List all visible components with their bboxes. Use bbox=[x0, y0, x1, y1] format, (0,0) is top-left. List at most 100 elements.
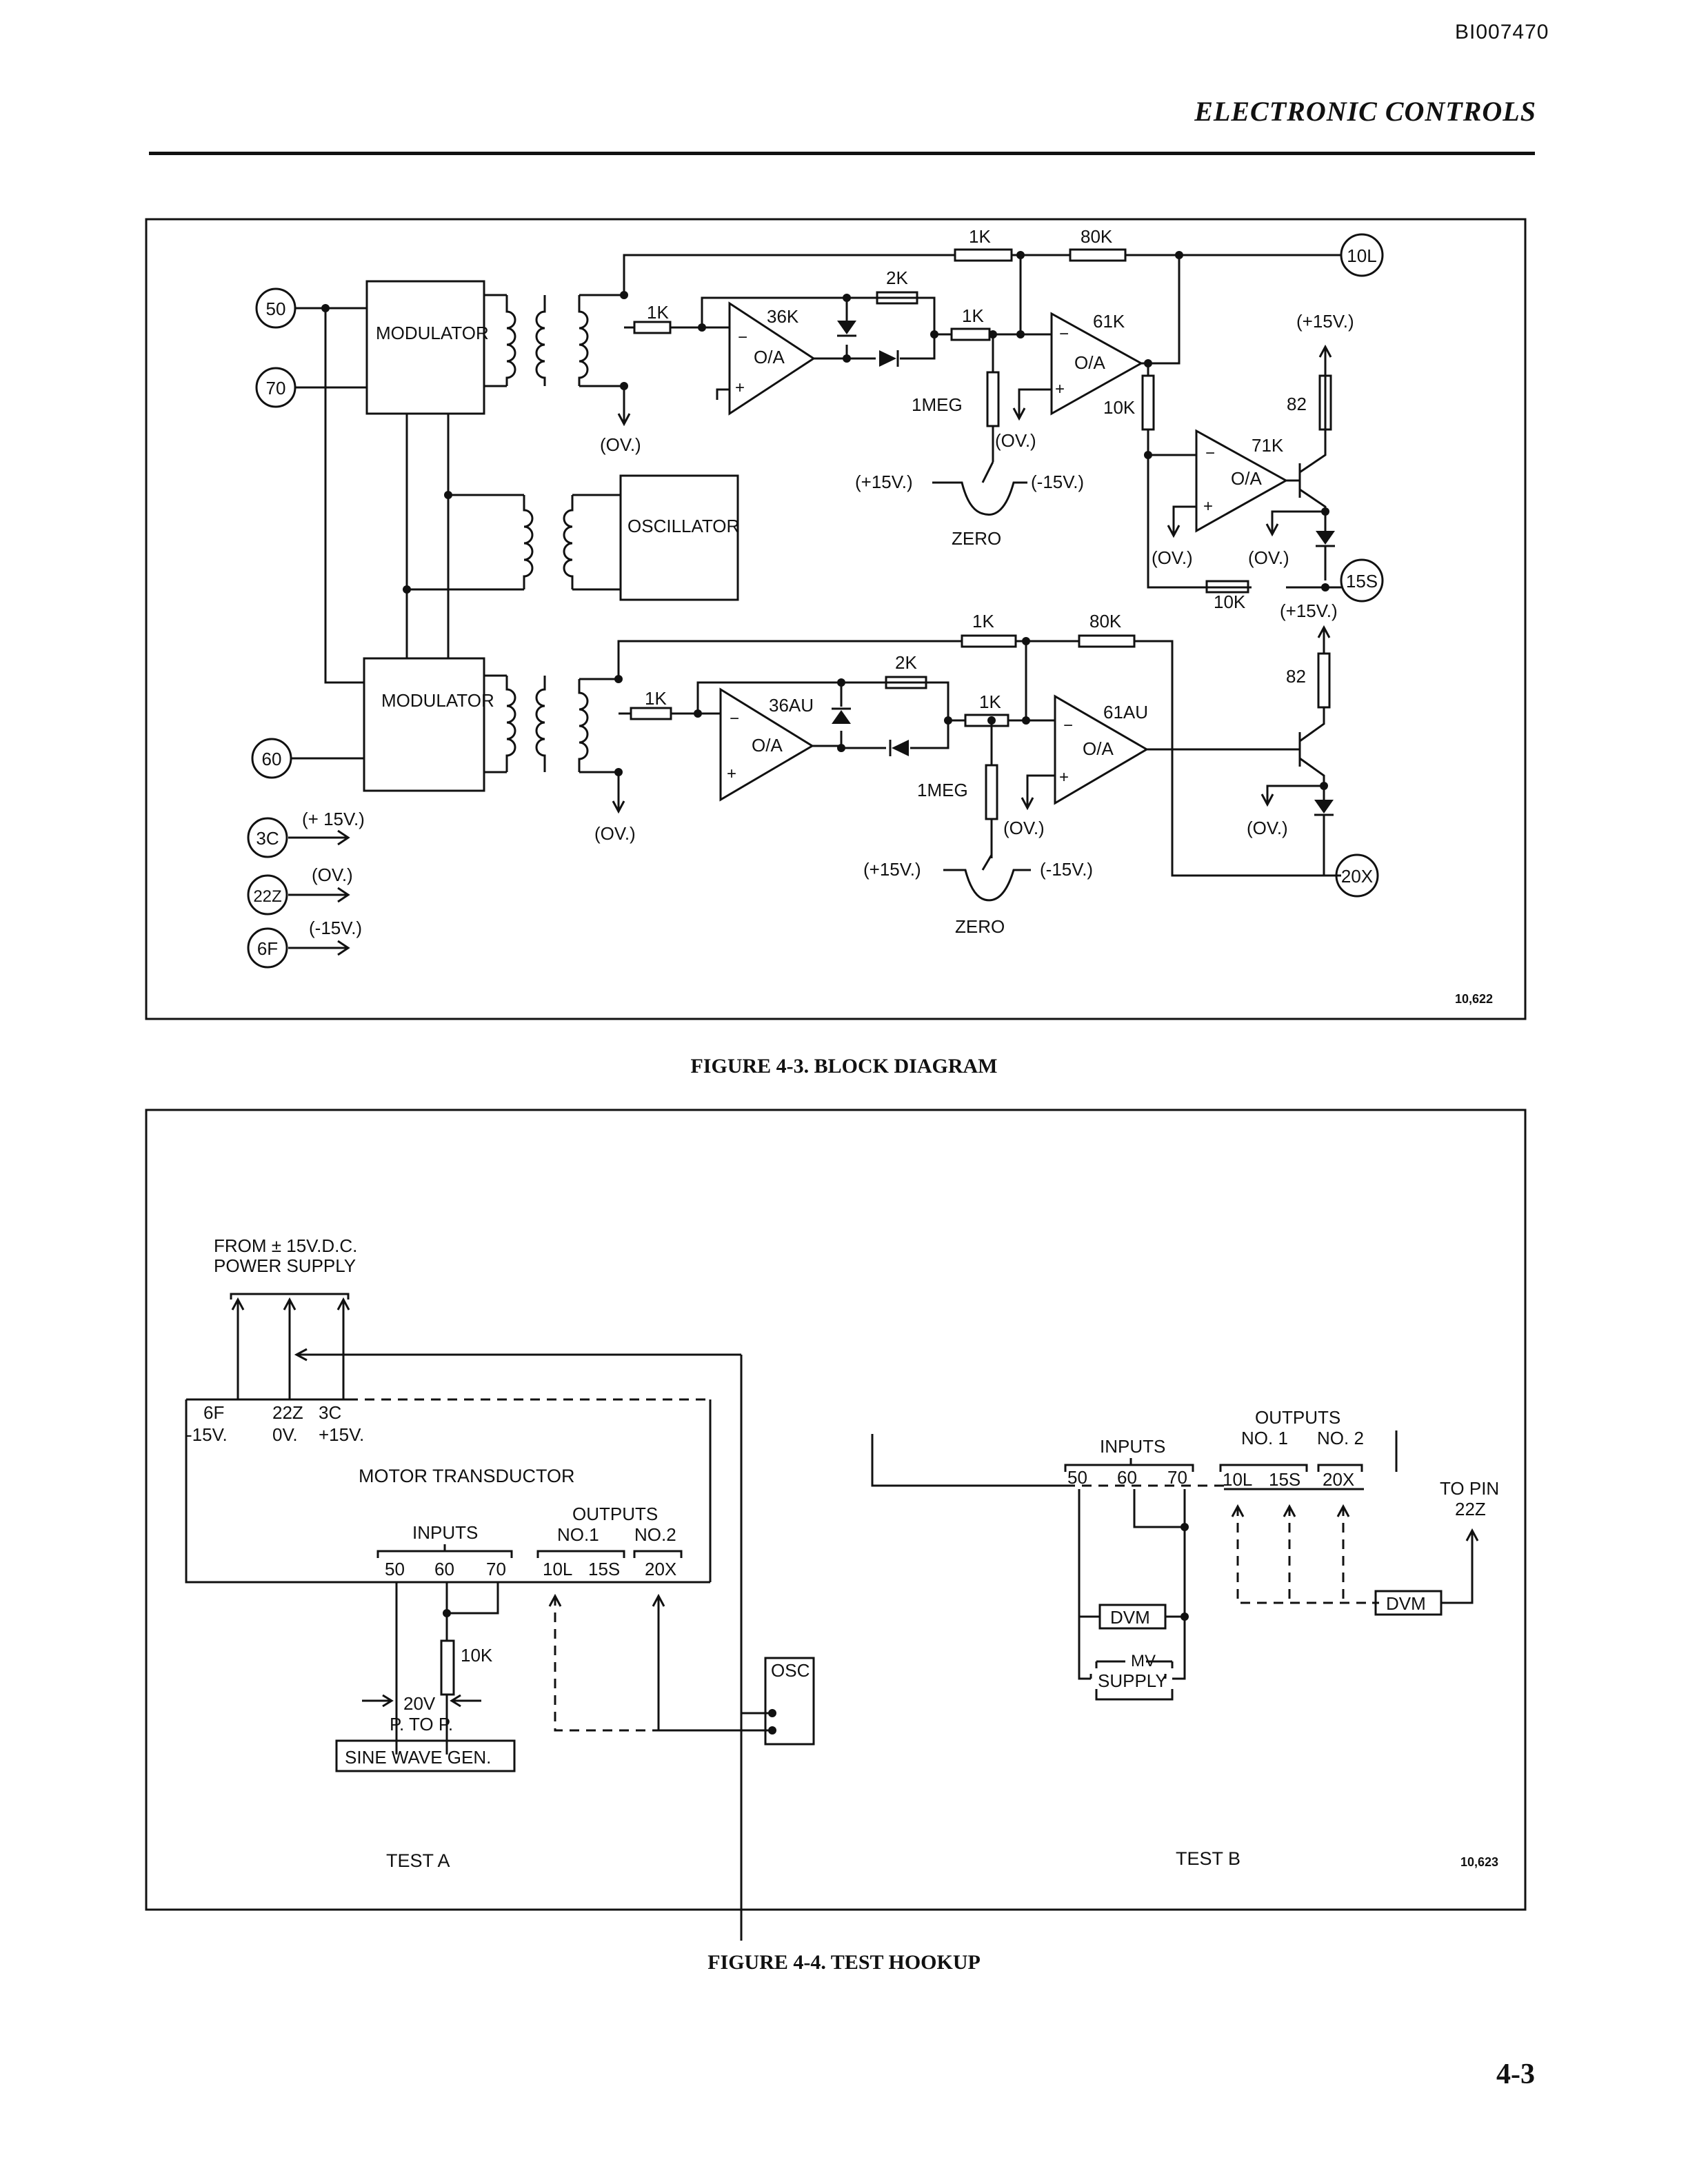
label-ov-top-3: (OV.) bbox=[1152, 547, 1193, 568]
pin-6f-volts: -15V. bbox=[186, 1424, 228, 1445]
dvm-output-meter bbox=[1374, 1590, 1443, 1616]
res-1k-bottom-in: 1K bbox=[645, 688, 667, 709]
output-pin-15s-b: 15S bbox=[1269, 1469, 1300, 1490]
svg-text:20X: 20X bbox=[1341, 866, 1373, 887]
supply-label-b: SUPPLY bbox=[1098, 1670, 1167, 1691]
res-1meg-bottom: 1MEG bbox=[917, 780, 968, 800]
label-ov-22z: (OV.) bbox=[312, 865, 353, 885]
sine-wave-generator bbox=[335, 1739, 516, 1772]
input-pin-60-b: 60 bbox=[1117, 1467, 1137, 1488]
modulator-top-label: MODULATOR bbox=[376, 323, 489, 343]
figure-caption-1: FIGURE 4-3. BLOCK DIAGRAM bbox=[690, 1055, 998, 1078]
label-61au: 61AU bbox=[1103, 702, 1148, 722]
label-plus15-3c: (+ 15V.) bbox=[302, 809, 365, 829]
terminal-60: 60 bbox=[251, 738, 292, 779]
input-pin-60-a: 60 bbox=[434, 1559, 454, 1579]
to-pin-label: TO PIN bbox=[1440, 1478, 1499, 1499]
opamp-71k bbox=[1195, 429, 1289, 533]
zero-pot-bottom: ZERO bbox=[955, 916, 1005, 937]
label-minus15-zero-top: (-15V.) bbox=[1031, 472, 1084, 492]
oscillator-label: OSCILLATOR bbox=[627, 516, 739, 536]
res-10k-output: 10K bbox=[1214, 592, 1246, 612]
input-pin-70-b: 70 bbox=[1167, 1467, 1187, 1488]
svg-text:+: + bbox=[1055, 380, 1065, 398]
section-title: ELECTRONIC CONTROLS bbox=[1194, 96, 1536, 127]
inputs-label-b: INPUTS bbox=[1100, 1436, 1165, 1457]
terminal-70: 70 bbox=[255, 367, 297, 408]
page-number: 4-3 bbox=[1496, 2059, 1535, 2090]
pin-3c-volts: +15V. bbox=[319, 1424, 364, 1445]
inputs-label-a: INPUTS bbox=[412, 1522, 478, 1543]
pin-6f: 6F bbox=[203, 1402, 224, 1423]
svg-text:70: 70 bbox=[266, 378, 286, 398]
output-pin-15s-a: 15S bbox=[588, 1559, 620, 1579]
to-pin-22z-label: 22Z bbox=[1455, 1499, 1486, 1519]
motor-transductor-label: MOTOR TRANSDUCTOR bbox=[359, 1466, 575, 1486]
opamp-61au bbox=[1054, 694, 1149, 805]
svg-text:6F: 6F bbox=[257, 938, 278, 959]
output-no2-a: NO.2 bbox=[634, 1524, 676, 1545]
supply-label-1: FROM ± 15V.D.C. bbox=[214, 1235, 357, 1256]
output-no2-b: NO. 2 bbox=[1317, 1428, 1364, 1448]
osc-label: OSC bbox=[771, 1660, 810, 1681]
supply-label-2: POWER SUPPLY bbox=[214, 1255, 356, 1276]
label-ov-top-2: (OV.) bbox=[995, 430, 1036, 451]
res-1k-top-in: 1K bbox=[647, 302, 669, 323]
header-rule bbox=[149, 152, 1535, 155]
label-ov-top-1: (OV.) bbox=[600, 434, 641, 455]
output-no1-b: NO. 1 bbox=[1241, 1428, 1288, 1448]
svg-text:+: + bbox=[727, 765, 736, 783]
test-hookup-diagram: FROM ± 15V.D.C. POWER SUPPLY 6F 22Z 3C -… bbox=[145, 1109, 1527, 1941]
terminal-15s: 15S bbox=[1340, 558, 1384, 603]
dvm-label-input: DVM bbox=[1110, 1607, 1150, 1628]
svg-text:+: + bbox=[735, 378, 745, 397]
svg-text:−: − bbox=[1059, 325, 1069, 343]
res-1k-bottom-mid: 1K bbox=[979, 691, 1001, 712]
res-1k-top-feedback: 1K bbox=[969, 226, 991, 247]
resistor-10k-a: 10K bbox=[461, 1645, 493, 1666]
terminal-10l: 10L bbox=[1340, 233, 1384, 277]
output-pin-10l-a: 10L bbox=[543, 1559, 572, 1579]
label-minus15-6f: (-15V.) bbox=[309, 918, 362, 938]
output-no1-a: NO.1 bbox=[557, 1524, 599, 1545]
svg-text:+: + bbox=[1203, 497, 1213, 516]
test-b-label: TEST B bbox=[1176, 1848, 1240, 1869]
transformer-top bbox=[484, 294, 589, 387]
terminal-50: 50 bbox=[255, 287, 297, 329]
outputs-label-a: OUTPUTS bbox=[572, 1504, 658, 1524]
output-pin-20x-a: 20X bbox=[645, 1559, 676, 1579]
modulator-top-block bbox=[365, 280, 485, 415]
label-plus15-top: (+15V.) bbox=[1296, 311, 1354, 332]
label-minus15-zero-bottom: (-15V.) bbox=[1040, 859, 1093, 880]
svg-text:50: 50 bbox=[266, 299, 286, 319]
svg-text:−: − bbox=[1063, 716, 1073, 735]
svg-text:22Z: 22Z bbox=[253, 887, 281, 906]
label-ov-bottom-2: (OV.) bbox=[1003, 818, 1045, 838]
res-80k-bottom: 80K bbox=[1089, 611, 1122, 631]
document-id: BI007470 bbox=[1455, 21, 1549, 43]
modulator-bottom-label: MODULATOR bbox=[381, 690, 494, 711]
voltage-label: 20V bbox=[403, 1693, 436, 1714]
input-pin-50-b: 50 bbox=[1067, 1467, 1087, 1488]
pin-3c: 3C bbox=[319, 1402, 341, 1423]
oscilloscope-block bbox=[764, 1657, 815, 1746]
oscillator-block bbox=[619, 474, 739, 601]
res-82-top: 82 bbox=[1287, 394, 1307, 414]
res-1k-bottom-feedback: 1K bbox=[972, 611, 994, 631]
modulator-bottom-block bbox=[363, 657, 485, 792]
label-plus15-zero-bottom: (+15V.) bbox=[863, 859, 921, 880]
res-10k-top: 10K bbox=[1103, 397, 1136, 418]
pin-22z-volts: 0V. bbox=[272, 1424, 298, 1445]
terminal-20x: 20X bbox=[1335, 853, 1379, 898]
res-82-bottom: 82 bbox=[1286, 666, 1306, 687]
res-1k-top-mid: 1K bbox=[962, 305, 984, 326]
label-36au: 36AU bbox=[769, 695, 814, 716]
res-2k-top: 2K bbox=[886, 267, 908, 288]
figure-frame-2 bbox=[145, 1109, 1527, 1911]
svg-text:−: − bbox=[738, 328, 747, 347]
block-diagram: 50 70 60 3C 22Z 6F (+ 15V.) (OV.) (-15V.… bbox=[145, 218, 1527, 1020]
svg-text:O/A: O/A bbox=[1083, 738, 1114, 759]
transformer-oscillator bbox=[523, 494, 621, 591]
svg-text:−: − bbox=[730, 709, 739, 728]
figure-number-2: 10,623 bbox=[1460, 1855, 1498, 1869]
